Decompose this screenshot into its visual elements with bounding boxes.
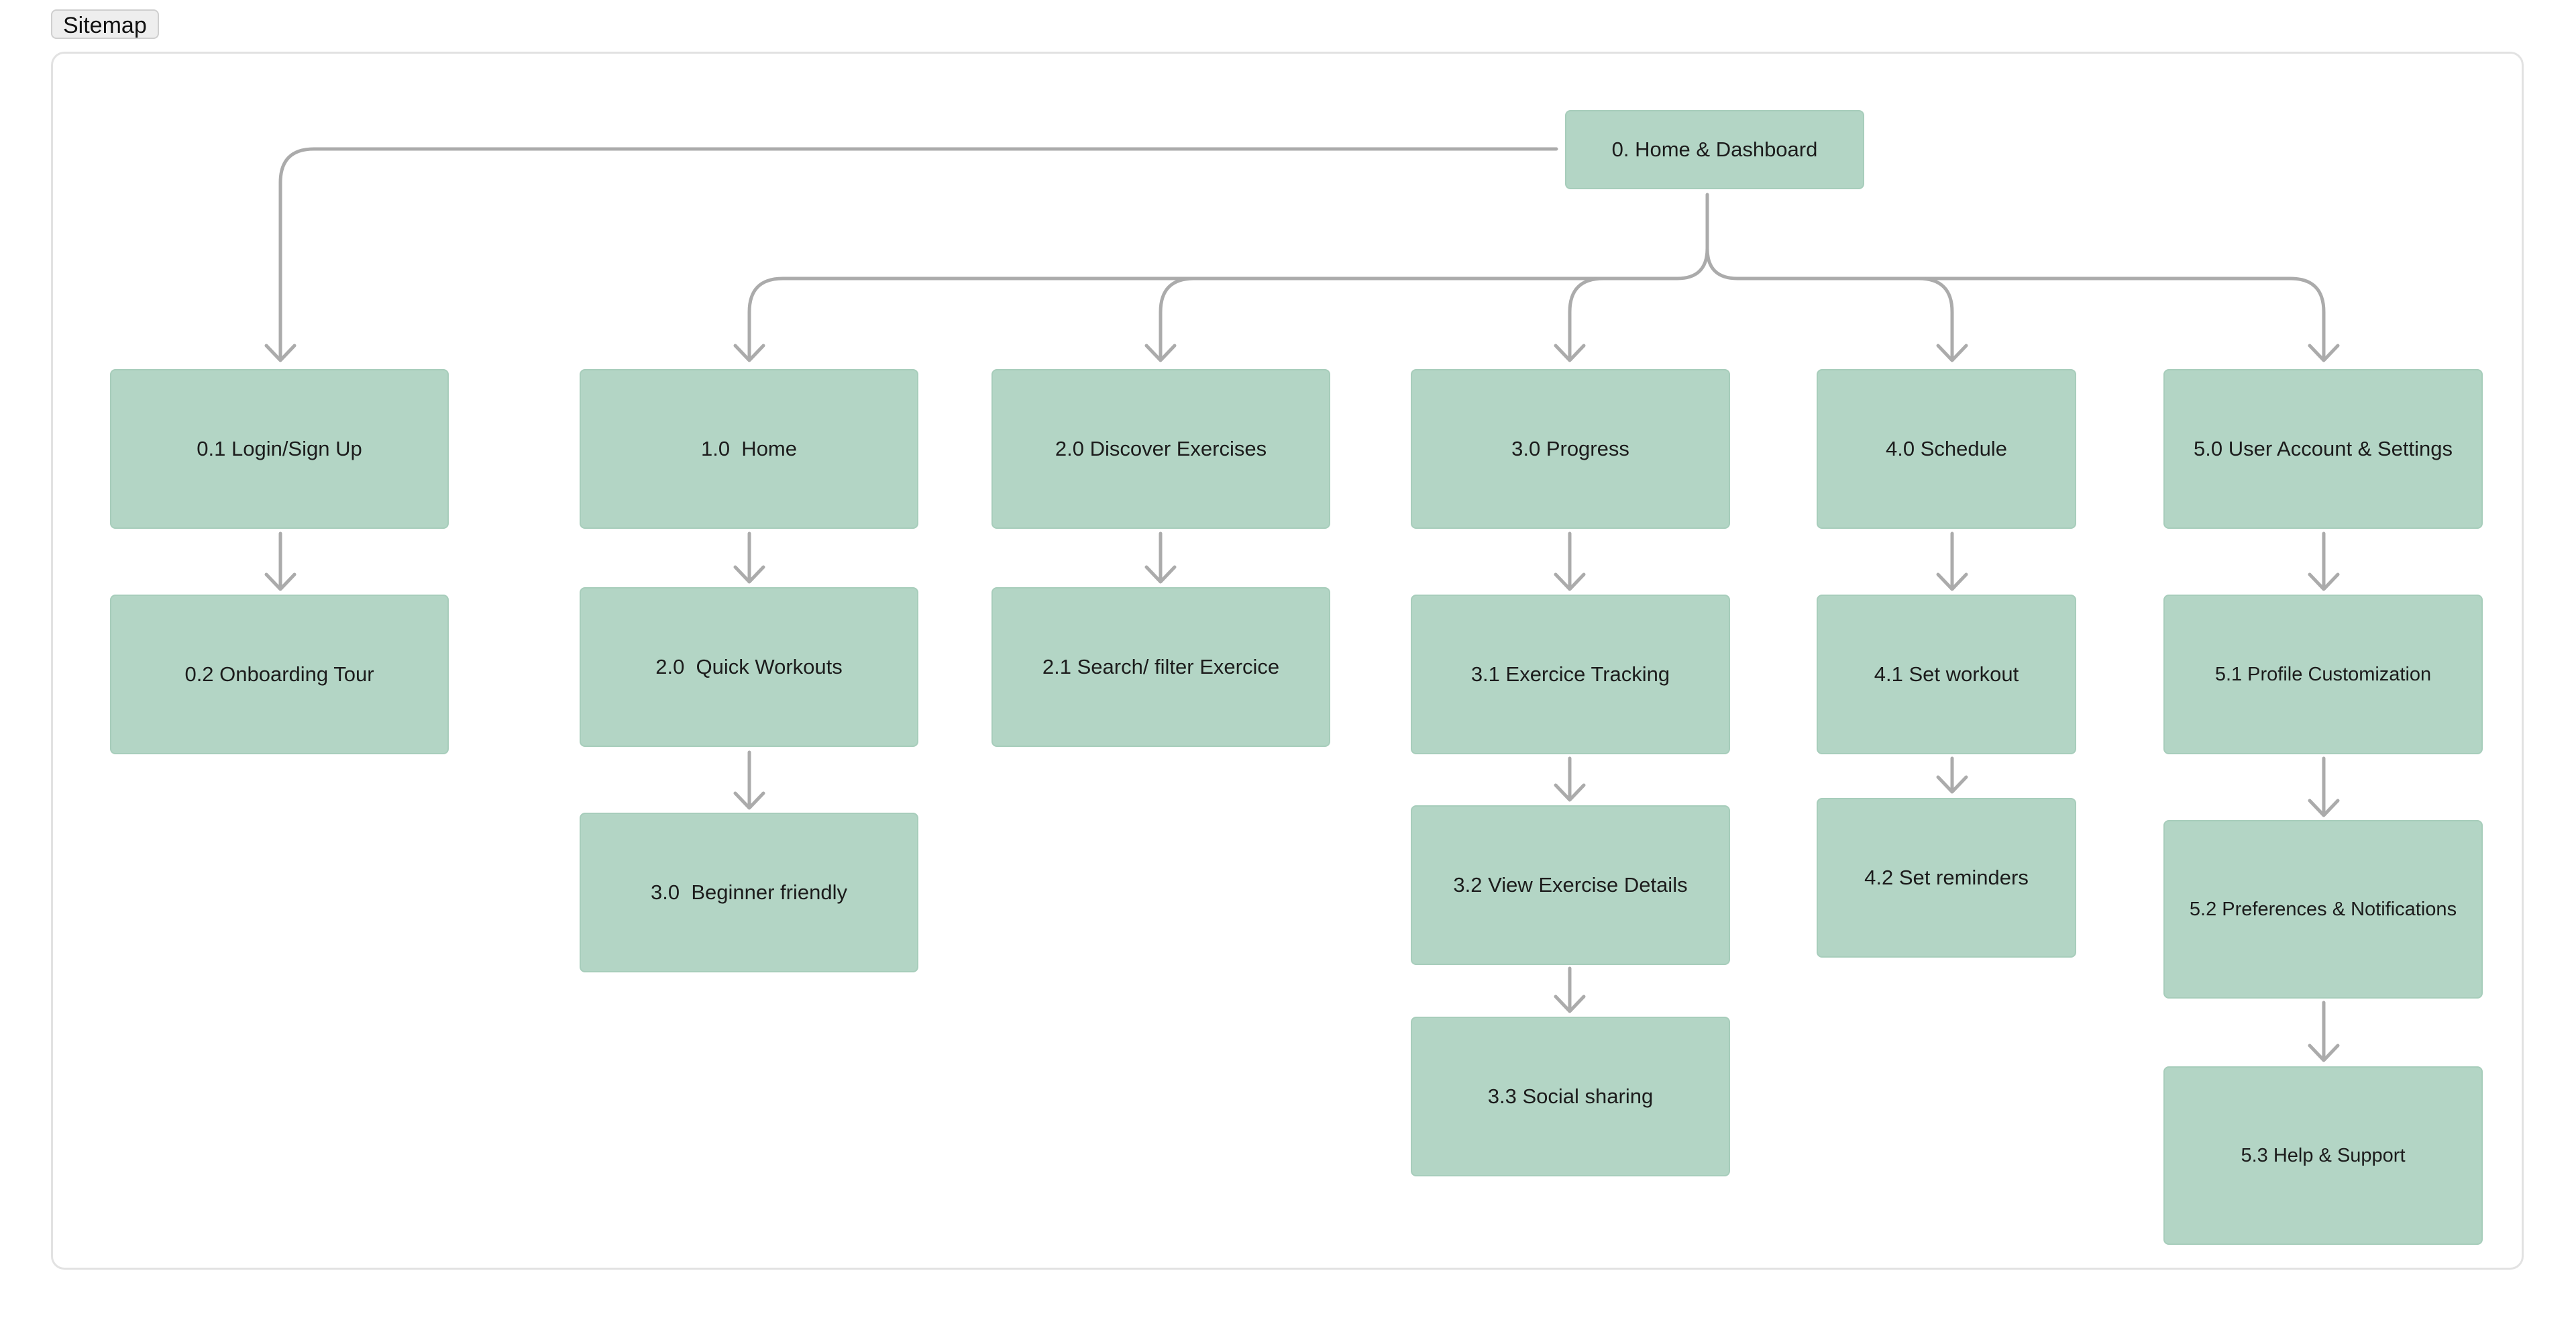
node-social-sharing[interactable]: 3.3 Social sharing (1411, 1017, 1730, 1176)
arrowhead-progress (1554, 344, 1586, 362)
arrowhead-help (2308, 1044, 2340, 1062)
connector-root-login (278, 147, 1558, 361)
arrowhead-tracking (1554, 572, 1586, 591)
node-home[interactable]: 1.0 Home (580, 369, 918, 529)
arrowhead-social (1554, 995, 1586, 1013)
connector-bus-progress (1568, 276, 1605, 361)
connector-root-trunk (747, 193, 1709, 361)
arrowhead-discover (1144, 344, 1177, 362)
arrowhead-quick (733, 565, 765, 584)
node-home-dashboard[interactable]: 0. Home & Dashboard (1565, 110, 1864, 189)
node-view-exercise-details[interactable]: 3.2 View Exercise Details (1411, 805, 1730, 965)
arrowhead-login (264, 344, 297, 362)
arrowhead-beginner (733, 791, 765, 810)
node-exercise-tracking[interactable]: 3.1 Exercice Tracking (1411, 595, 1730, 754)
node-onboarding-tour[interactable]: 0.2 Onboarding Tour (110, 595, 449, 754)
node-beginner-friendly[interactable]: 3.0 Beginner friendly (580, 813, 918, 972)
node-schedule[interactable]: 4.0 Schedule (1817, 369, 2076, 529)
node-profile-customization[interactable]: 5.1 Profile Customization (2163, 595, 2483, 754)
arrowhead-search (1144, 565, 1177, 584)
sitemap-frame-label[interactable]: Sitemap (51, 9, 159, 39)
node-search-filter[interactable]: 2.1 Search/ filter Exercice (991, 587, 1330, 747)
node-login-signup[interactable]: 0.1 Login/Sign Up (110, 369, 449, 529)
arrowhead-profile (2308, 572, 2340, 591)
node-set-reminders[interactable]: 4.2 Set reminders (1817, 798, 2076, 958)
connector-bus-schedule (1917, 276, 1954, 361)
node-discover-exercises[interactable]: 2.0 Discover Exercises (991, 369, 1330, 529)
arrowhead-preferences (2308, 799, 2340, 817)
arrowhead-onboarding (264, 572, 297, 591)
arrowhead-setworkout (1936, 572, 1968, 591)
node-help-support[interactable]: 5.3 Help & Support (2163, 1066, 2483, 1245)
node-progress[interactable]: 3.0 Progress (1411, 369, 1730, 529)
sitemap-frame (51, 52, 2524, 1270)
arrowhead-details (1554, 783, 1586, 802)
arrowhead-home (733, 344, 765, 362)
node-preferences-notifications[interactable]: 5.2 Preferences & Notifications (2163, 820, 2483, 999)
arrowhead-reminders (1936, 775, 1968, 794)
connector-bus-discover (1159, 276, 1196, 361)
node-quick-workouts[interactable]: 2.0 Quick Workouts (580, 587, 918, 747)
connector-root-right (1705, 246, 2326, 361)
node-set-workout[interactable]: 4.1 Set workout (1817, 595, 2076, 754)
node-user-account-settings[interactable]: 5.0 User Account & Settings (2163, 369, 2483, 529)
arrowhead-schedule (1936, 344, 1968, 362)
arrowhead-account (2308, 344, 2340, 362)
